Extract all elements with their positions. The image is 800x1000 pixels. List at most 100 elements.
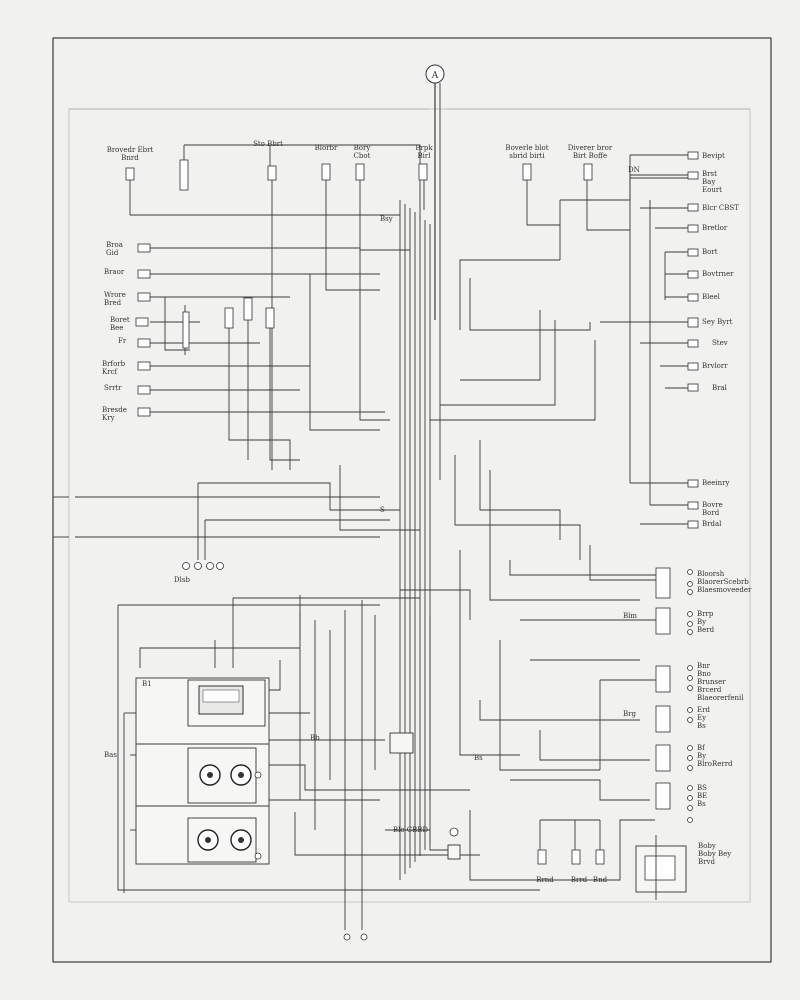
sheet-marker-label: A bbox=[431, 71, 439, 81]
connector-icon bbox=[137, 338, 151, 348]
wire-label: Bsy bbox=[380, 215, 393, 223]
module-label: B1 bbox=[142, 680, 152, 688]
connector-icon bbox=[655, 567, 671, 599]
wire-label: Bral bbox=[712, 384, 728, 392]
connector-icon bbox=[687, 203, 699, 212]
connector-icon bbox=[321, 163, 331, 181]
connector-icon bbox=[655, 665, 671, 693]
connector-icon bbox=[571, 849, 581, 865]
gauge-icon bbox=[230, 764, 252, 786]
wire-label: Bort bbox=[702, 248, 718, 256]
connector-icon bbox=[137, 407, 151, 417]
connector-icon bbox=[687, 520, 699, 529]
wire-label: Blorbr bbox=[315, 144, 338, 152]
connector-icon bbox=[687, 151, 699, 160]
wire-label: Blm bbox=[623, 612, 637, 620]
connector-icon bbox=[655, 744, 671, 772]
connector-icon bbox=[135, 317, 149, 327]
connector-icon bbox=[418, 163, 428, 181]
wire-label: S bbox=[380, 506, 385, 514]
wire-label: Bb bbox=[310, 734, 320, 742]
connector-icon bbox=[265, 307, 275, 329]
connector-icon bbox=[655, 705, 671, 733]
connector-icon bbox=[687, 339, 699, 348]
wire-label: Sey Byrt bbox=[702, 318, 733, 326]
sheet-frame bbox=[52, 37, 772, 963]
connector-icon bbox=[595, 849, 605, 865]
bottom-right-component bbox=[635, 835, 687, 900]
wire-label: Brvlorr bbox=[702, 362, 728, 370]
connector-icon bbox=[687, 317, 699, 328]
wire-label: Bnd bbox=[593, 876, 608, 884]
control-module: B1 bbox=[135, 677, 270, 865]
connector-icon bbox=[655, 607, 671, 635]
connector-icon bbox=[137, 361, 151, 371]
fuse-icon bbox=[194, 562, 202, 570]
connector-icon bbox=[687, 383, 699, 392]
gauge-icon bbox=[199, 764, 221, 786]
connector-icon bbox=[687, 479, 699, 488]
connector-icon bbox=[522, 163, 532, 181]
connector-icon bbox=[243, 297, 253, 321]
relay-label: Ble CBBD bbox=[393, 826, 428, 834]
connector-icon bbox=[687, 293, 699, 302]
wire-label: Brnd bbox=[536, 876, 554, 884]
connector-icon bbox=[267, 165, 277, 181]
bottom-ground-terminals bbox=[343, 933, 368, 941]
gauge-icon bbox=[197, 829, 219, 851]
wire-label: Bretlor bbox=[702, 224, 728, 232]
connector-icon bbox=[125, 167, 135, 181]
connector-icon bbox=[355, 163, 365, 181]
wire-label: Bevipt bbox=[702, 152, 725, 160]
wire-label: Brdal bbox=[702, 520, 722, 528]
fuse-icon bbox=[182, 562, 190, 570]
connector-icon bbox=[655, 782, 671, 810]
gauge-icon bbox=[230, 829, 252, 851]
connector-icon bbox=[687, 248, 699, 257]
wire-label: Srrtr bbox=[104, 384, 122, 392]
connector-icon bbox=[179, 159, 189, 191]
wire-label: Stev bbox=[712, 339, 728, 347]
wire-label: Bovtrner bbox=[702, 270, 734, 278]
wiring-harness bbox=[75, 144, 690, 930]
connector-icon bbox=[537, 849, 547, 865]
connector-icon bbox=[687, 171, 699, 180]
connector-icon bbox=[182, 311, 190, 349]
connector-icon bbox=[687, 270, 699, 279]
fuse-icon bbox=[206, 562, 214, 570]
sheet-marker-circle: A bbox=[425, 64, 445, 320]
wire-label: Brg bbox=[623, 710, 636, 718]
wire-label: Braor bbox=[104, 268, 125, 276]
wire-label: Dlsb bbox=[174, 576, 190, 584]
connector-icon bbox=[583, 163, 593, 181]
wire-label: Bs bbox=[474, 754, 483, 762]
wire-label: Beeinry bbox=[702, 479, 730, 487]
connector-icon bbox=[137, 243, 151, 253]
fuse-icon bbox=[216, 562, 224, 570]
connector-icon bbox=[137, 269, 151, 279]
wire-label: Fr bbox=[118, 337, 127, 345]
wire-label: Brrd bbox=[571, 876, 588, 884]
connector-icon bbox=[687, 224, 699, 233]
wire-label: DN bbox=[628, 166, 640, 174]
